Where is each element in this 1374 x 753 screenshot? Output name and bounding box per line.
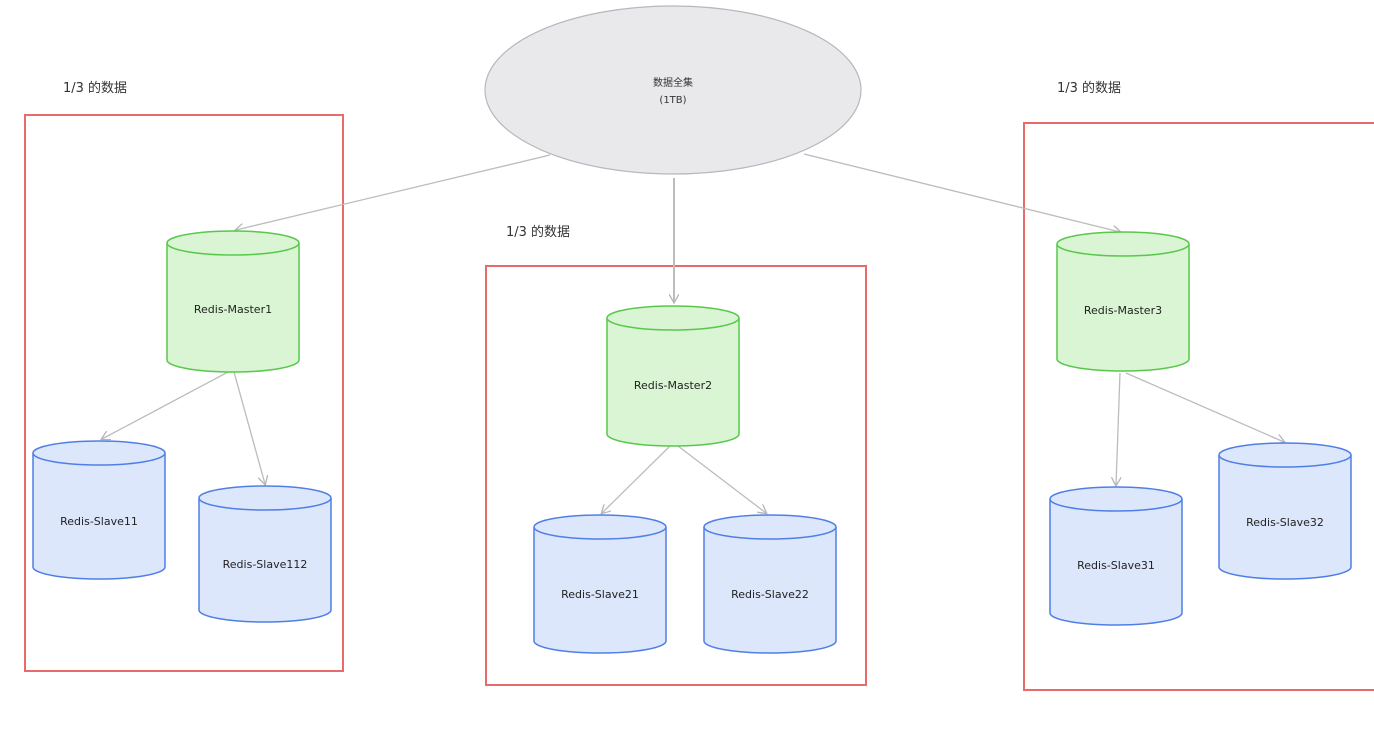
master-label-1: Redis-Master1 xyxy=(194,303,272,316)
slave-label-112: Redis-Slave112 xyxy=(223,558,308,571)
slave-label-31: Redis-Slave31 xyxy=(1077,559,1155,572)
edge-master3-slave31 xyxy=(1116,372,1120,485)
slave-node-31: Redis-Slave31 xyxy=(1049,486,1183,626)
master-label-3: Redis-Master3 xyxy=(1084,304,1162,317)
edge-master2-slave22 xyxy=(677,445,766,513)
edge-master1-slave11 xyxy=(102,371,229,439)
edge-root-master1 xyxy=(236,154,551,230)
edge-root-master3 xyxy=(803,153,1120,232)
slave-node-22: Redis-Slave22 xyxy=(703,514,837,654)
master-node-3: Redis-Master3 xyxy=(1056,231,1190,372)
slave-label-22: Redis-Slave22 xyxy=(731,588,809,601)
master-node-1: Redis-Master1 xyxy=(166,230,300,373)
slave-node-21: Redis-Slave21 xyxy=(533,514,667,654)
slave-node-11: Redis-Slave11 xyxy=(32,440,166,580)
edge-master3-slave32 xyxy=(1125,372,1284,442)
edge-master2-slave21 xyxy=(602,445,671,513)
slave-label-11: Redis-Slave11 xyxy=(60,515,138,528)
master-node-2: Redis-Master2 xyxy=(606,305,740,447)
slave-label-21: Redis-Slave21 xyxy=(561,588,639,601)
group-box-3 xyxy=(1023,122,1374,691)
root-title: 数据全集 xyxy=(653,76,693,89)
connectors xyxy=(102,153,1284,513)
slave-node-32: Redis-Slave32 xyxy=(1218,442,1352,580)
group-box-2 xyxy=(485,265,867,686)
slave-label-32: Redis-Slave32 xyxy=(1246,516,1324,529)
master-label-2: Redis-Master2 xyxy=(634,379,712,392)
group-box-1 xyxy=(24,114,344,672)
slave-node-112: Redis-Slave112 xyxy=(198,485,332,623)
group-label-3: 1/3 的数据 xyxy=(1057,81,1122,96)
root-node: 数据全集 (1TB) xyxy=(484,5,862,175)
edge-master1-slave112 xyxy=(233,371,265,484)
group-label-2: 1/3 的数据 xyxy=(506,225,571,240)
group-label-1: 1/3 的数据 xyxy=(63,81,128,96)
root-ellipse xyxy=(484,5,862,175)
root-subtitle: (1TB) xyxy=(659,95,686,106)
